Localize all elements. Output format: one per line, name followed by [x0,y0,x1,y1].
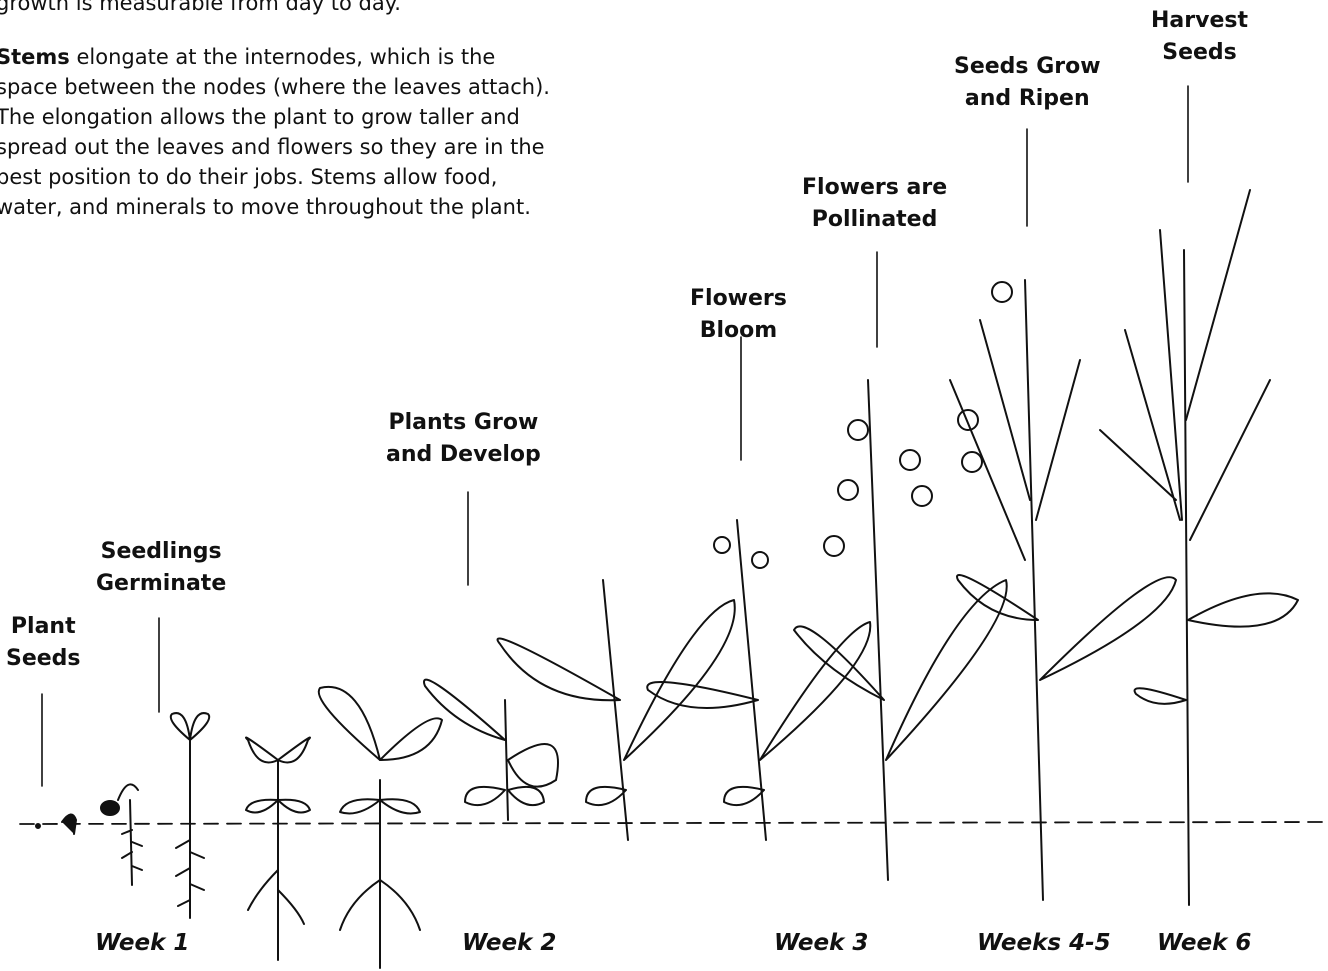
stage-label-seeds-ripen: Seeds Grow and Ripen [954,51,1101,115]
pollinated-plant [794,380,1007,880]
stage-label-line: Seedlings [96,536,226,568]
stage-label-line: Seeds Grow [954,51,1101,83]
stage-label-line: Flowers are [802,172,947,204]
young-plant [246,738,310,961]
stage-label-line: Germinate [96,568,226,600]
ripening-plant [950,280,1176,900]
budding-plant [498,580,735,840]
stage-label-line: Plants Grow [386,407,541,439]
week-label: Weeks 4-5 [977,930,1111,956]
leafy-plant [319,687,442,968]
rosette-plant [424,680,558,820]
stage-label-line: and Ripen [954,83,1101,115]
harvest-plant [1100,190,1298,905]
week-label: Week 1 [95,930,189,956]
stage-label-line: and Develop [386,439,541,471]
week-label: Week 6 [1157,930,1251,956]
seedling-germinating [101,784,142,885]
stage-label-flowers-bloom: Flowers Bloom [690,283,787,347]
pointer-lines [42,86,1188,786]
stage-label-line: Seeds [6,643,81,675]
stage-label-line: Seeds [1151,37,1248,69]
stage-label-line: Bloom [690,315,787,347]
week-label: Week 3 [774,930,868,956]
stage-label-line: Pollinated [802,204,947,236]
stage-label-line: Flowers [690,283,787,315]
blooming-plant [647,520,870,840]
week-label: Week 2 [462,930,556,956]
soil-line [20,822,1328,824]
seedling-cotyledons [171,713,209,918]
stage-label-line: Harvest [1151,5,1248,37]
stage-label-seedlings-germinate: Seedlings Germinate [96,536,226,600]
stage-label-plant-seeds: Plant Seeds [6,611,81,675]
stage-label-plants-grow: Plants Grow and Develop [386,407,541,471]
stage-label-line: Plant [6,611,81,643]
stage-label-flowers-pollinated: Flowers are Pollinated [802,172,947,236]
stage-label-harvest-seeds: Harvest Seeds [1151,5,1248,69]
